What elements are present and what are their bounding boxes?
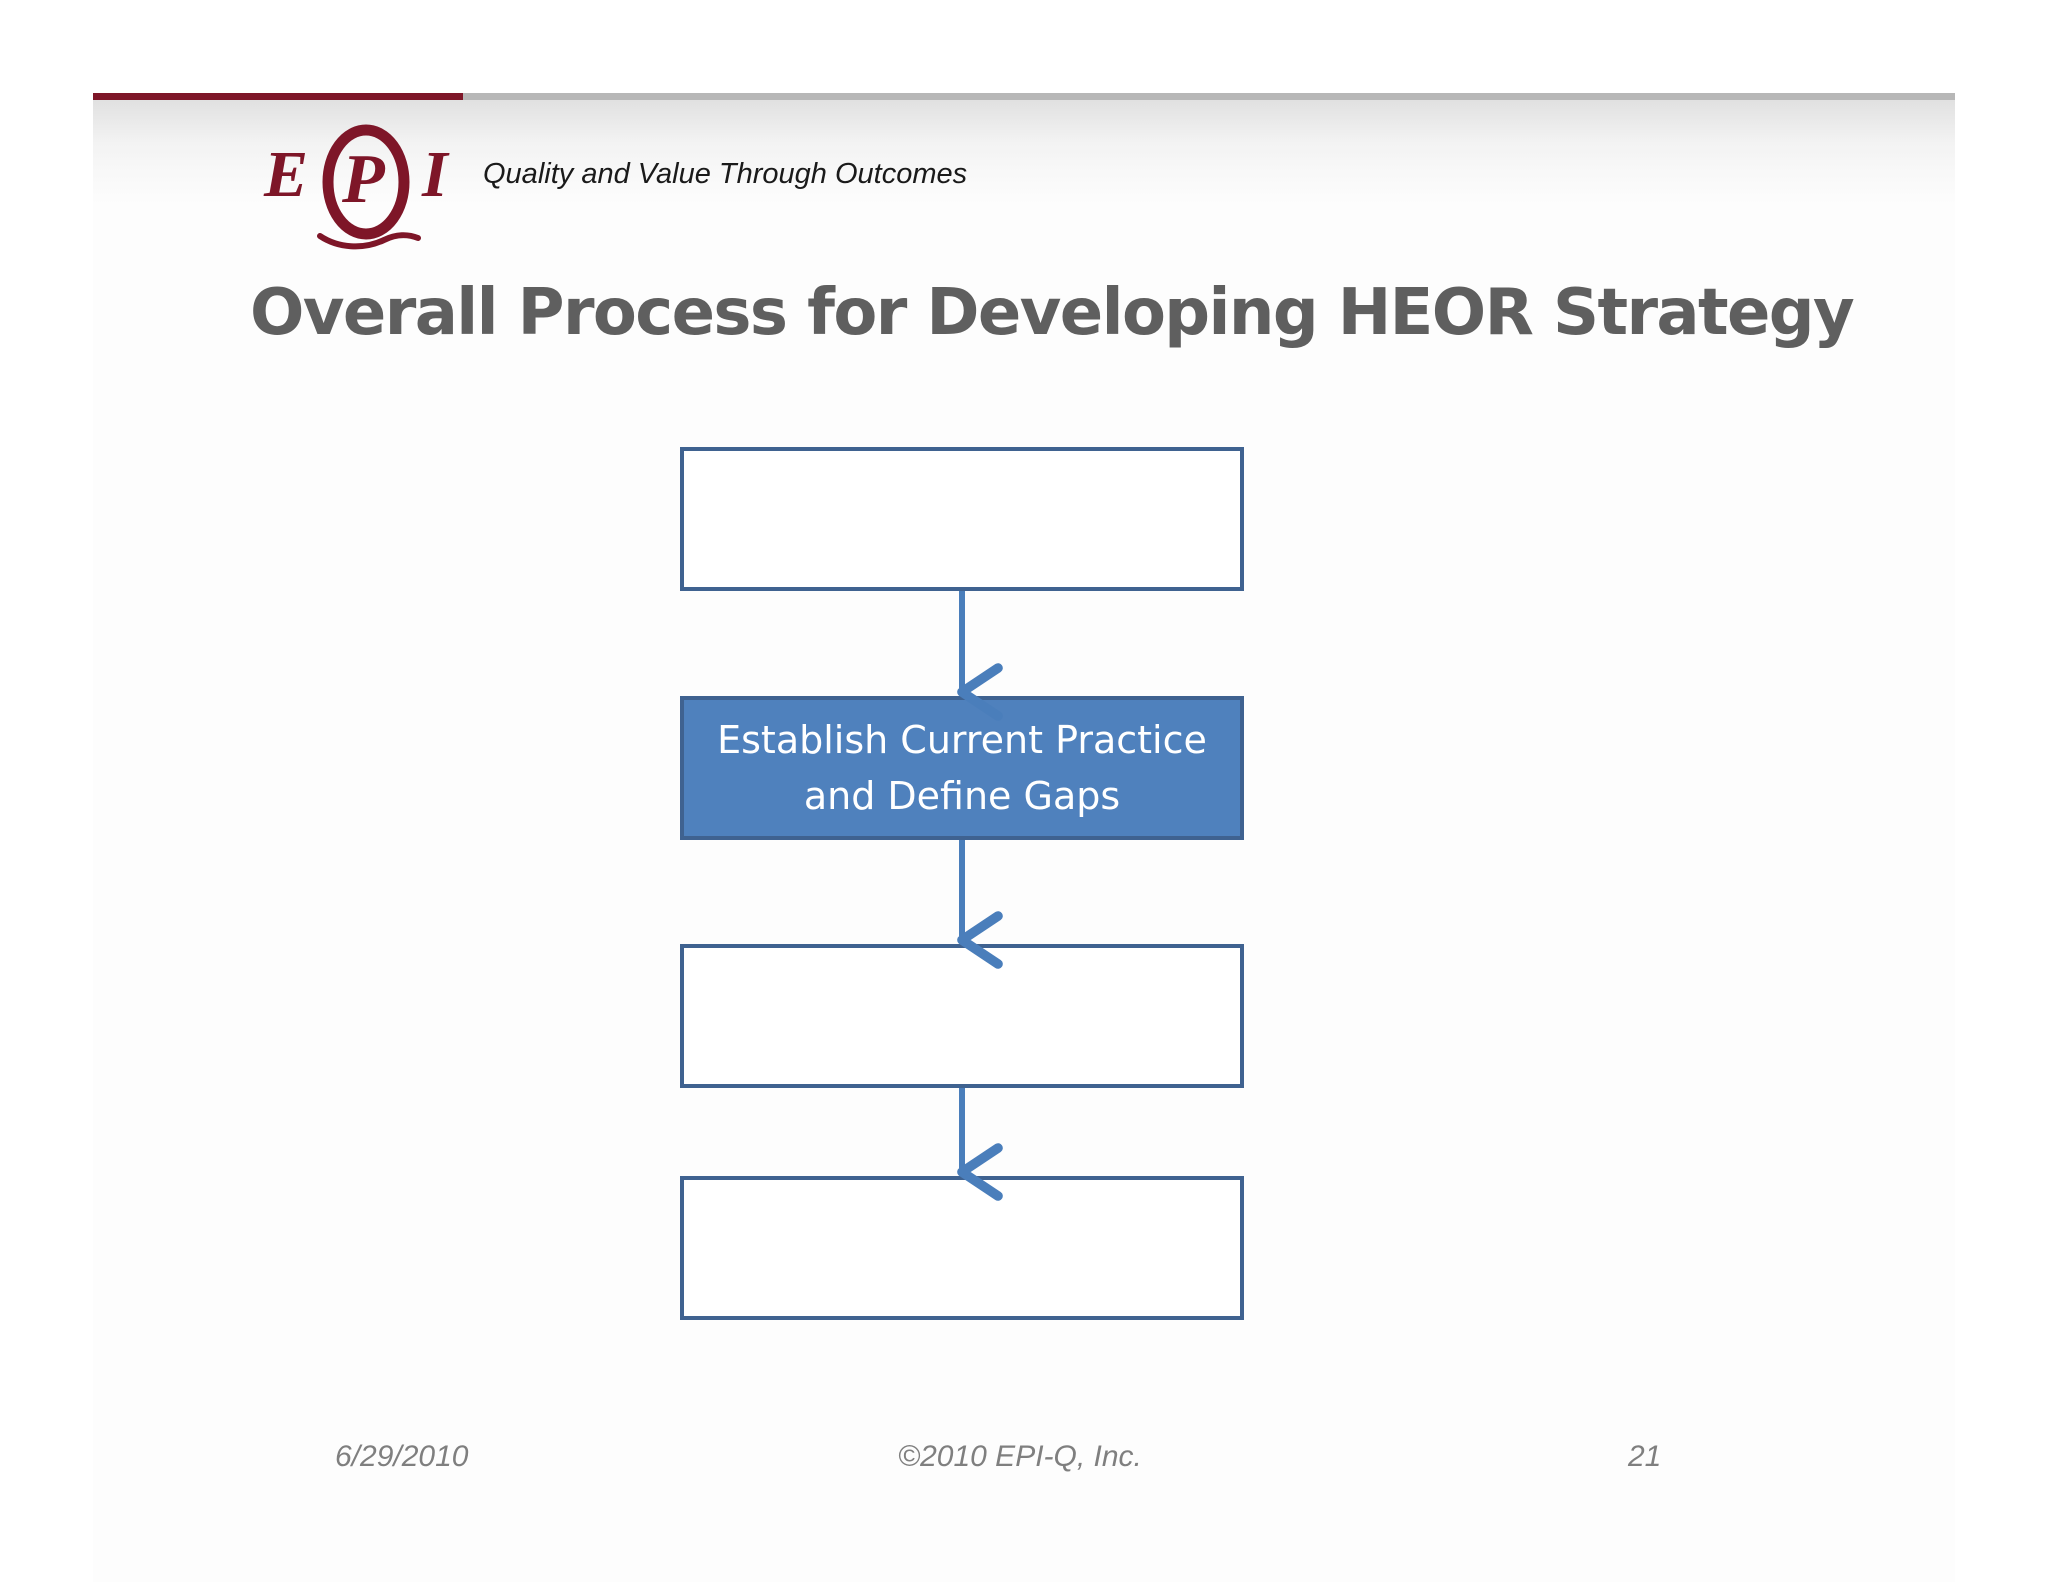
- process-step-1: [680, 447, 1244, 591]
- process-step-2-label: Establish Current Practice and Define Ga…: [717, 718, 1207, 818]
- footer-date: 6/29/2010: [335, 1440, 469, 1473]
- svg-text:P: P: [341, 141, 386, 218]
- header-rule-accent: [93, 93, 463, 100]
- tagline: Quality and Value Through Outcomes: [483, 158, 968, 190]
- epiq-logo: E P I: [263, 124, 450, 250]
- header-rule: [463, 93, 1955, 100]
- footer-page-number: 21: [1628, 1440, 1662, 1473]
- process-step-3: [680, 944, 1244, 1088]
- footer-copyright: ©2010 EPI-Q, Inc.: [898, 1440, 1142, 1473]
- process-step-4: [680, 1176, 1244, 1320]
- svg-text:E: E: [263, 138, 308, 211]
- process-step-2: [680, 696, 1244, 840]
- svg-text:I: I: [421, 138, 450, 211]
- slide-title: Overall Process for Developing HEOR Stra…: [250, 276, 1855, 350]
